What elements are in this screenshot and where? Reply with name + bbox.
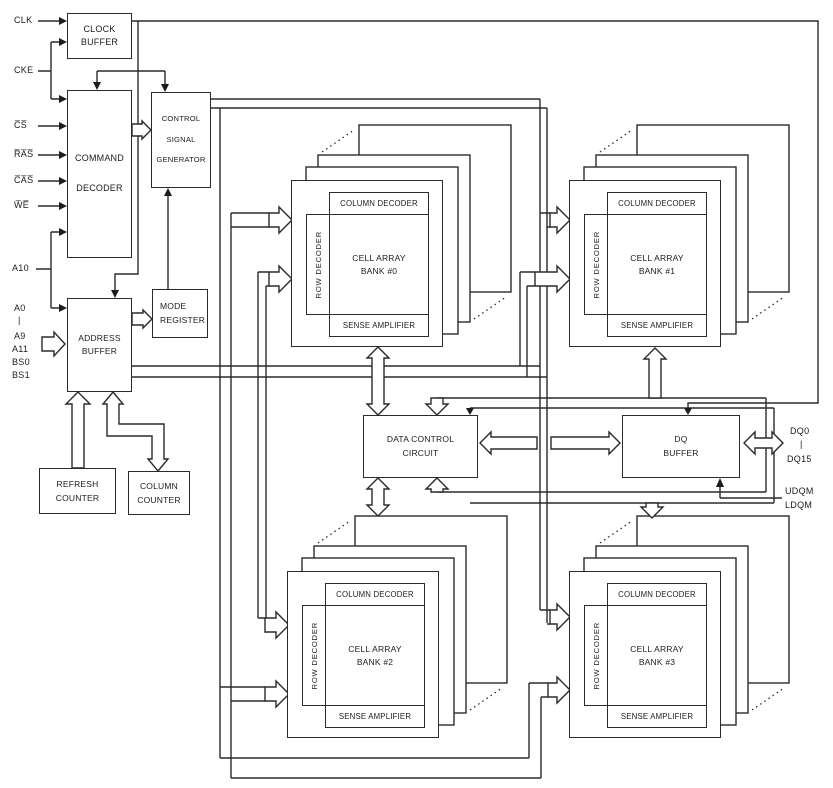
pin-we: W̅E̅	[14, 200, 30, 210]
pin-dq15: DQ15	[787, 454, 812, 464]
bank-1-column-decoder: COLUMN DECODER	[607, 192, 707, 215]
column-counter-block: COLUMN COUNTER	[128, 471, 190, 515]
pin-a0: A0	[14, 303, 26, 313]
bank-1-cell-array: CELL ARRAY BANK #1	[607, 214, 707, 315]
command-decoder-block: COMMAND DECODER	[67, 90, 132, 258]
filled-arrowheads	[59, 17, 724, 487]
pin-a10: A10	[12, 263, 29, 273]
bank-1-row-decoder: ROW DECODER	[584, 214, 608, 315]
stack-dotted-lines	[317, 129, 785, 711]
dq-buffer-block: DQ BUFFER	[622, 415, 740, 478]
refresh-counter-block: REFRESH COUNTER	[39, 468, 116, 514]
address-buffer-block: ADDRESS BUFFER	[67, 298, 132, 392]
bank-0-row-decoder: ROW DECODER	[306, 214, 330, 315]
pin-bs0: BS0	[12, 357, 30, 367]
bank-3: COLUMN DECODER ROW DECODER CELL ARRAY BA…	[569, 571, 721, 738]
bank-1: COLUMN DECODER ROW DECODER CELL ARRAY BA…	[569, 180, 721, 347]
bank-3-row-decoder-label: ROW DECODER	[591, 621, 601, 690]
bank-2: COLUMN DECODER ROW DECODER CELL ARRAY BA…	[287, 571, 439, 738]
mode-register-block: MODE REGISTER	[152, 289, 208, 338]
bank-0: COLUMN DECODER ROW DECODER CELL ARRAY BA…	[291, 180, 443, 347]
bank-0-sense-amplifier: SENSE AMPLIFIER	[329, 314, 429, 337]
bank-2-row-decoder: ROW DECODER	[302, 605, 326, 706]
pin-cke: CKE	[14, 65, 34, 75]
control-signal-generator-block: CONTROL SIGNAL GENERATOR	[151, 92, 211, 188]
hollow-arrows	[41, 119, 784, 709]
bank-1-row-decoder-label: ROW DECODER	[591, 230, 601, 299]
data-control-circuit-block: DATA CONTROL CIRCUIT	[363, 415, 478, 478]
pin-a9: A9	[14, 331, 26, 341]
bank-2-cell-array: CELL ARRAY BANK #2	[325, 605, 425, 706]
bank-3-sense-amplifier: SENSE AMPLIFIER	[607, 705, 707, 728]
bank-0-cell-array: CELL ARRAY BANK #0	[329, 214, 429, 315]
pin-udqm: UDQM	[785, 486, 814, 496]
pin-ras: R̅A̅S̅	[14, 149, 34, 159]
pin-a-range-bar: |	[18, 315, 21, 325]
bank-3-row-decoder: ROW DECODER	[584, 605, 608, 706]
pin-cas: C̅A̅S̅	[14, 175, 34, 185]
clock-buffer-block: CLOCK BUFFER	[67, 13, 132, 59]
bank-2-sense-amplifier: SENSE AMPLIFIER	[325, 705, 425, 728]
pin-dq-range-bar: |	[800, 439, 803, 449]
bank-0-row-decoder-label: ROW DECODER	[313, 230, 323, 299]
bank-2-row-decoder-label: ROW DECODER	[309, 621, 319, 690]
pin-dq0: DQ0	[790, 426, 810, 436]
bank-1-sense-amplifier: SENSE AMPLIFIER	[607, 314, 707, 337]
pin-ldqm: LDQM	[785, 500, 813, 510]
signal-wires	[36, 20, 819, 779]
pin-bs1: BS1	[12, 370, 30, 380]
bank-0-column-decoder: COLUMN DECODER	[329, 192, 429, 215]
bank-3-column-decoder: COLUMN DECODER	[607, 583, 707, 606]
pin-cs: C̅S̅	[14, 120, 28, 130]
bank-3-cell-array: CELL ARRAY BANK #3	[607, 605, 707, 706]
pin-clk: CLK	[14, 15, 33, 25]
pin-a11: A11	[12, 344, 29, 354]
bank-2-column-decoder: COLUMN DECODER	[325, 583, 425, 606]
